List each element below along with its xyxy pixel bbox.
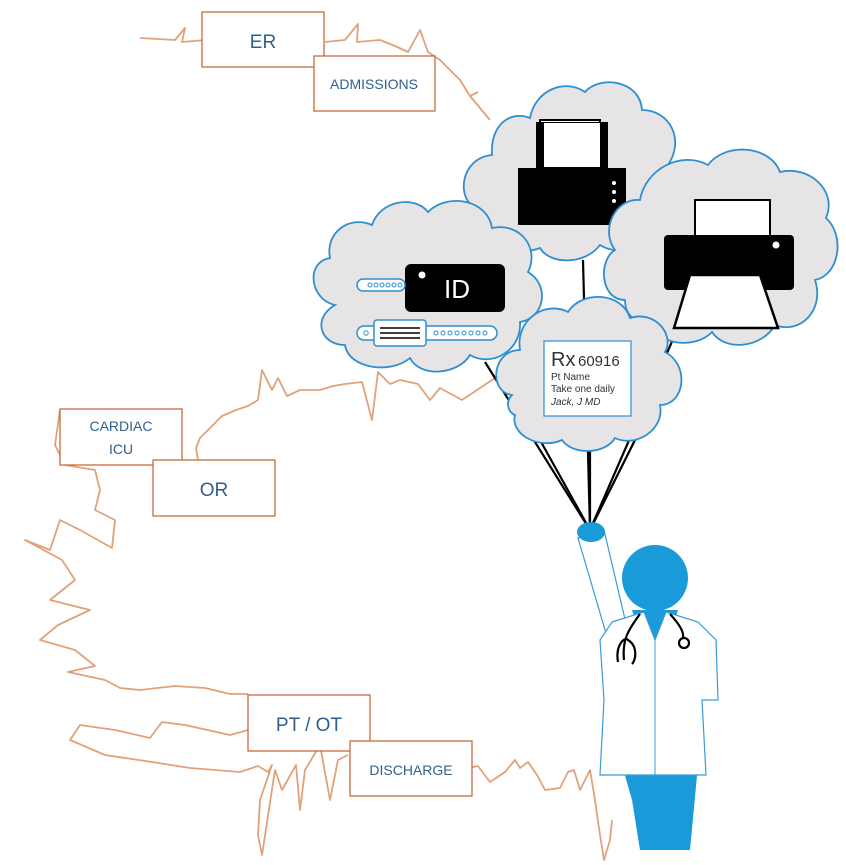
dept-label-cardiac: CARDIAC xyxy=(89,418,152,434)
dept-label-pt-ot: PT / OT xyxy=(276,715,343,736)
dept-box-discharge: DISCHARGE xyxy=(349,740,473,797)
rx-number: 60916 xyxy=(578,353,620,370)
printer-icon xyxy=(664,199,794,330)
cloud-id: ID xyxy=(312,200,543,373)
fax-machine-icon xyxy=(518,119,626,225)
rx-patient-name: Pt Name xyxy=(551,372,590,383)
dept-label-or: OR xyxy=(200,480,229,501)
dept-box-cardiac-icu: CARDIAC ICU xyxy=(59,408,183,466)
dept-box-er: ER xyxy=(201,11,325,68)
patient-path xyxy=(24,23,613,861)
wristband-icon xyxy=(356,278,406,292)
cloud-prescription: Rx 60916 Pt Name Take one daily Jack, J … xyxy=(495,296,683,452)
wristband-id-icon xyxy=(356,319,498,347)
rx-signature: Jack, J MD xyxy=(550,397,600,408)
dept-label-icu: ICU xyxy=(109,441,133,457)
cloud-printer xyxy=(603,148,839,346)
dept-label-er: ER xyxy=(250,32,276,53)
dept-box-admissions: ADMISSIONS xyxy=(313,55,436,112)
stethoscope-icon xyxy=(616,613,691,665)
dept-label-admissions: ADMISSIONS xyxy=(330,76,418,92)
rx-symbol: Rx xyxy=(551,349,575,371)
id-card-icon: ID xyxy=(405,264,505,312)
dept-box-or: OR xyxy=(152,459,276,517)
clinician-figure xyxy=(577,522,719,850)
dept-label-discharge: DISCHARGE xyxy=(369,762,452,778)
rx-directions: Take one daily xyxy=(551,384,615,395)
id-card-label: ID xyxy=(444,274,470,304)
clinician-head xyxy=(622,545,688,611)
prescription-icon: Rx 60916 Pt Name Take one daily Jack, J … xyxy=(543,340,632,417)
